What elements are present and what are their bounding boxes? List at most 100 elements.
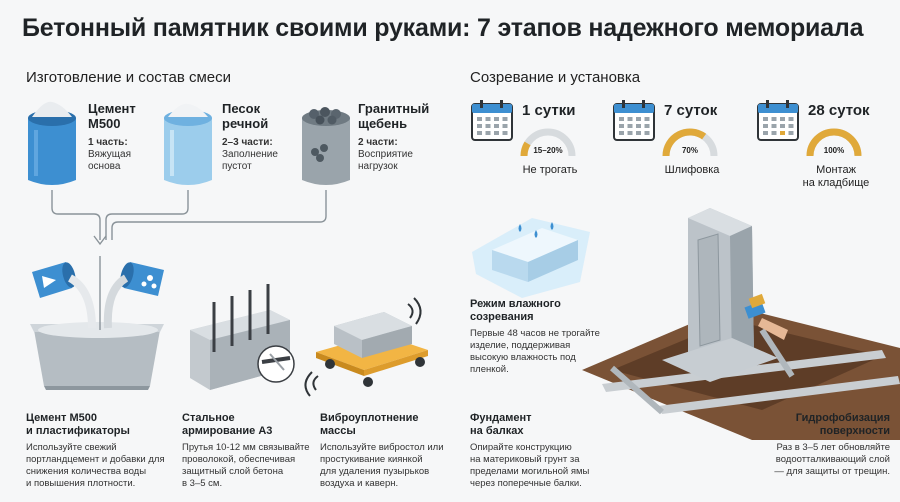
step-text-line: Используйте свежий bbox=[26, 442, 117, 453]
ingredient-gravel: Гранитный щебень 2 части: Восприятие наг… bbox=[358, 101, 448, 173]
step-text-line: высокую влажность под bbox=[470, 352, 576, 363]
ingredient-name: M500 bbox=[88, 116, 121, 131]
step-text-line: через поперечные балки. bbox=[470, 478, 582, 489]
step-text-line: водоотталкивающий слой bbox=[775, 454, 890, 465]
step-text-line: Прутья 10-12 мм связывайте bbox=[182, 442, 310, 453]
mixing-illustration bbox=[30, 256, 428, 397]
moist-curing-icon bbox=[472, 218, 590, 298]
gauge-fill bbox=[806, 128, 862, 157]
strength-percent: 15–20% bbox=[533, 146, 563, 155]
step-text-line: портландцемент и добавки для bbox=[26, 454, 165, 465]
brush-icon bbox=[744, 293, 788, 340]
step-text-line: Раз в 3–5 лет обновляйте bbox=[776, 442, 890, 453]
step-text-line: пленкой. bbox=[470, 364, 509, 375]
flow-line-sand bbox=[105, 190, 189, 240]
ingredient-part: 2–3 части: bbox=[222, 137, 273, 148]
step-foundation: Фундамент на балках Опирайте конструкцию… bbox=[470, 412, 620, 490]
strength-gauge bbox=[662, 128, 718, 157]
ingredient-desc: Заполнение bbox=[222, 149, 278, 160]
step-text-line: пределами могильной ямы bbox=[470, 466, 590, 477]
ingredient-name: речной bbox=[222, 116, 269, 131]
ingredient-desc: нагрузок bbox=[358, 161, 398, 172]
step-text-line: в 3–5 см. bbox=[182, 478, 223, 489]
installation-illustration bbox=[472, 208, 900, 440]
step-title: армирование А3 bbox=[182, 425, 273, 437]
ingredient-desc: Вяжущая bbox=[88, 149, 131, 160]
ingredient-cement: Цемент M500 1 часть: Вяжущая основа bbox=[88, 101, 160, 173]
step-title: Режим влажного bbox=[470, 298, 561, 310]
stage-caption: на кладбище bbox=[802, 177, 870, 189]
step-title: Цемент M500 bbox=[26, 412, 98, 424]
section-title-mix: Изготовление и состав смеси bbox=[26, 69, 232, 86]
step-text-line: на материковый грунт за bbox=[470, 454, 580, 465]
ingredient-part: 2 части: bbox=[358, 137, 398, 148]
step-text-line: простукивание киянкой bbox=[320, 454, 423, 465]
step-text-line: воздуха и каверн. bbox=[320, 478, 399, 489]
ingredient-name: Гранитный bbox=[358, 101, 430, 116]
step-text-line: для удаления пузырьков bbox=[320, 466, 430, 477]
flow-line-gravel bbox=[111, 190, 327, 240]
calendar-icon bbox=[757, 100, 799, 141]
step-cement: Цемент M500 и пластификаторы Используйте… bbox=[26, 412, 176, 490]
gravel-bucket-icon bbox=[302, 107, 350, 185]
gauge-fill bbox=[520, 141, 531, 157]
section-title-cure: Созревание и установка bbox=[470, 69, 641, 86]
calendar-icon bbox=[613, 100, 655, 141]
stage-period: 7 суток bbox=[664, 102, 718, 119]
stage-2: 7 суток 70% Шлифовка bbox=[612, 98, 747, 198]
ingredient-sand: Песок речной 2–3 части: Заполнение пусто… bbox=[222, 101, 298, 173]
step-title: созревания bbox=[470, 311, 534, 323]
rebar-cage-icon bbox=[190, 284, 295, 390]
stage-1: 1 сутки 15–20% Не трогать bbox=[470, 98, 605, 198]
step-title: поверхности bbox=[819, 425, 890, 437]
step-text-line: снижения количества воды bbox=[26, 466, 147, 477]
step-text-line: и повышения плотности. bbox=[26, 478, 136, 489]
strength-percent: 70% bbox=[681, 146, 698, 155]
mixing-trough-icon bbox=[30, 322, 164, 390]
step-text-line: Используйте вибростол или bbox=[320, 442, 444, 453]
step-rebar: Стальное армирование А3 Прутья 10-12 мм … bbox=[182, 412, 322, 490]
step-text-line: Первые 48 часов не трогайте bbox=[470, 328, 600, 339]
calendar-icon bbox=[471, 100, 513, 141]
step-vibro: Виброуплотнение массы Используйте виброс… bbox=[320, 412, 460, 490]
sand-bucket-icon bbox=[164, 103, 212, 185]
stage-caption: Не трогать bbox=[522, 164, 578, 176]
step-title: Гидрофобизация bbox=[795, 412, 890, 424]
step-title: Виброуплотнение bbox=[320, 412, 419, 424]
stage-caption: Монтаж bbox=[816, 164, 856, 176]
step-title: на балках bbox=[470, 425, 524, 437]
gauge-fill bbox=[662, 128, 707, 157]
ingredient-name: щебень bbox=[358, 116, 408, 131]
stage-3: 28 суток 100% Монтаж на кладбище bbox=[756, 98, 891, 198]
step-title: и пластификаторы bbox=[26, 425, 130, 437]
strength-gauge bbox=[806, 128, 862, 157]
cement-bucket-icon bbox=[28, 101, 76, 185]
vibro-table-icon bbox=[304, 297, 428, 397]
step-title: Стальное bbox=[182, 412, 235, 424]
ingredient-desc: пустот bbox=[222, 161, 252, 172]
pouring-bucket-left-icon bbox=[32, 262, 96, 329]
step-hydro: Гидрофобизация поверхности Раз в 3–5 лет… bbox=[760, 412, 890, 478]
step-title: массы bbox=[320, 425, 356, 437]
step-moist: Режим влажного созревания Первые 48 часо… bbox=[470, 298, 620, 376]
strength-gauge bbox=[520, 128, 576, 157]
flow-line-cement bbox=[51, 190, 101, 240]
ingredient-name: Песок bbox=[222, 101, 261, 116]
step-text-line: изделие, поддерживая bbox=[470, 340, 571, 351]
stage-caption: Шлифовка bbox=[664, 164, 720, 176]
ingredient-desc: Восприятие bbox=[358, 149, 413, 160]
step-text-line: Опирайте конструкцию bbox=[470, 442, 572, 453]
stage-period: 1 сутки bbox=[522, 102, 576, 119]
ingredient-part: 1 часть: bbox=[88, 137, 128, 148]
step-text-line: защитный слой бетона bbox=[182, 466, 284, 477]
step-text-line: — для защиты от трещин. bbox=[774, 466, 890, 477]
page-title: Бетонный памятник своими руками: 7 этапо… bbox=[22, 14, 864, 42]
ingredient-desc: основа bbox=[88, 161, 121, 172]
strength-percent: 100% bbox=[823, 146, 845, 155]
step-text-line: проволокой, обеспечивая bbox=[182, 454, 296, 465]
monument-stele-icon bbox=[662, 208, 778, 382]
stage-period: 28 суток bbox=[808, 102, 870, 119]
pouring-bucket-right-icon bbox=[103, 262, 164, 329]
step-title: Фундамент bbox=[470, 412, 532, 424]
ingredient-name: Цемент bbox=[88, 101, 136, 116]
